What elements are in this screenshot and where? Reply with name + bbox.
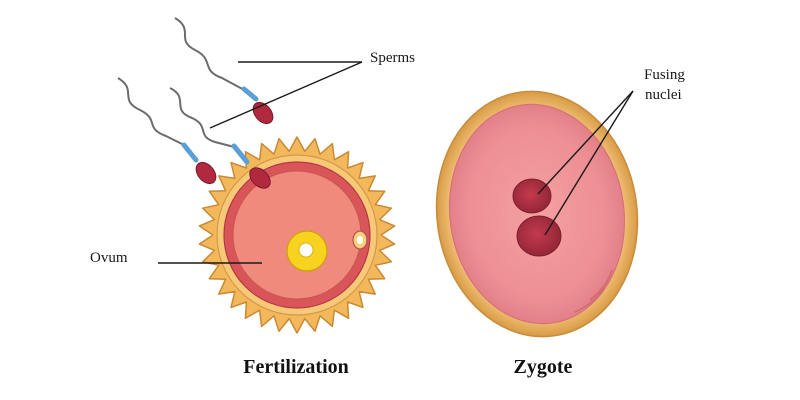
sperm-2 <box>169 87 271 189</box>
zygote-caption: Zygote <box>514 356 573 378</box>
fusing-nucleus-lower <box>516 215 562 257</box>
sperms-label: Sperms <box>370 50 415 66</box>
fusing-leader-2 <box>544 90 634 236</box>
fusing-leader-1 <box>537 90 634 195</box>
zygote-cytoplasm <box>448 103 626 325</box>
fertilization-panel: Sperms Ovum Fertilization <box>90 17 415 378</box>
sperm-1 <box>174 17 274 125</box>
ovum-label: Ovum <box>90 250 128 266</box>
fusing-nuclei-label-line1: Fusing <box>644 67 685 83</box>
sperms-leader-2 <box>209 61 363 129</box>
zygote-membrane-fold <box>589 269 613 301</box>
fertilization-caption: Fertilization <box>243 356 349 378</box>
fusing-nucleus-upper <box>512 178 552 214</box>
zygote-panel: Fusing nuclei Zygote <box>435 67 685 378</box>
ovum-nucleolus <box>298 242 314 258</box>
fusing-nuclei-label-line2: nuclei <box>645 87 682 103</box>
sperm-3 <box>117 77 217 185</box>
